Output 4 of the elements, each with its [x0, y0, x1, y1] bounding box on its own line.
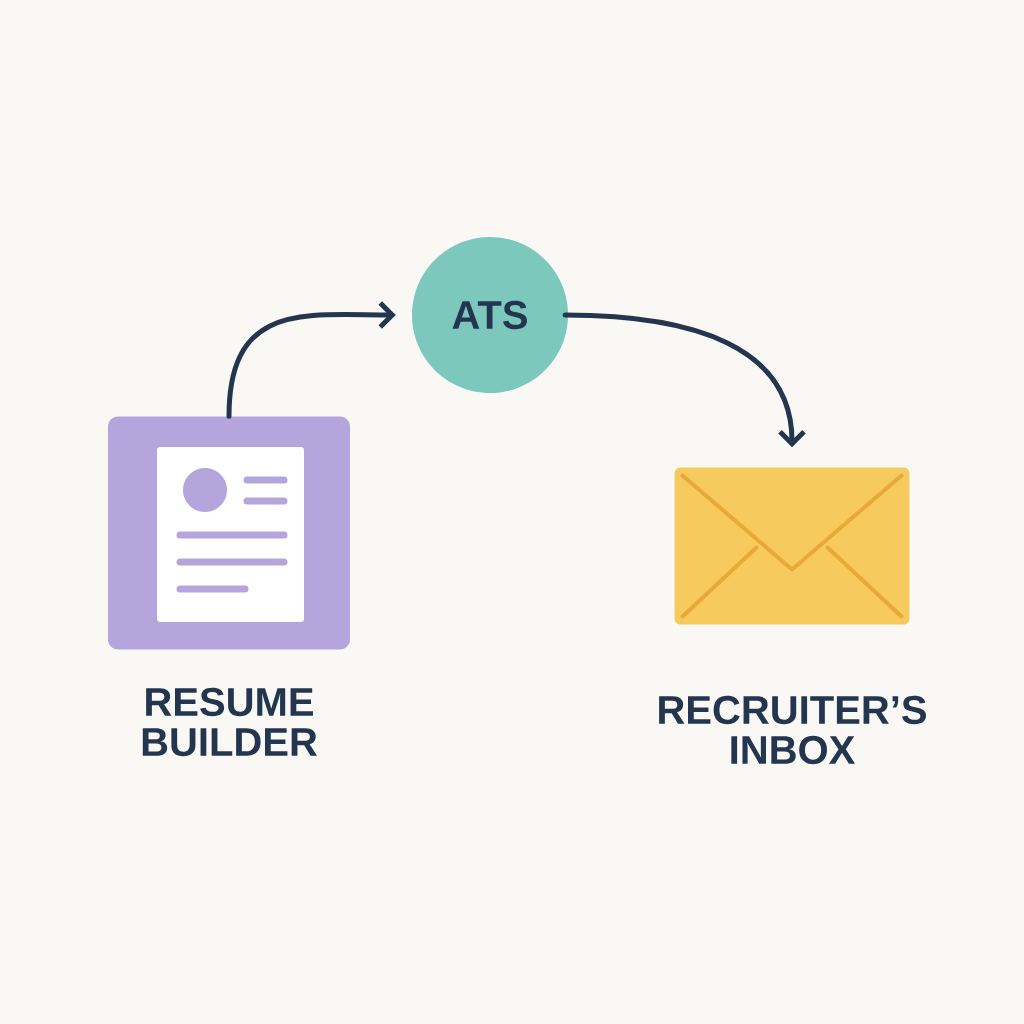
- arrow: [226, 301, 396, 419]
- arrow: [562, 312, 806, 448]
- node-label: RECRUITER’S INBOX: [659, 695, 926, 765]
- node-label: RESUME BUILDER: [142, 687, 318, 757]
